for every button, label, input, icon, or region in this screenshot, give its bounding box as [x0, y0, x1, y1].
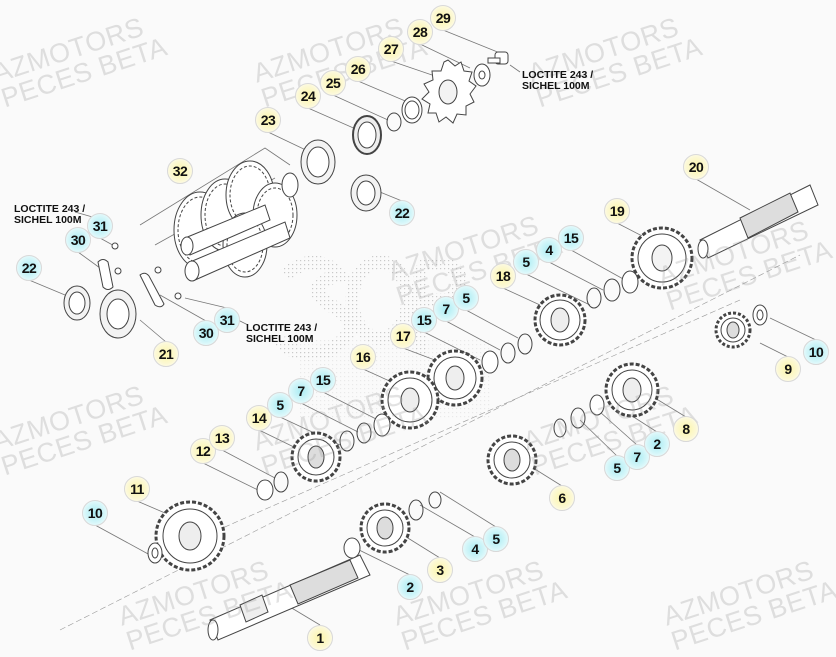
part-callout-30[interactable]: 30	[65, 227, 91, 253]
part-callout-7[interactable]: 7	[288, 378, 314, 404]
part-callout-6[interactable]: 6	[549, 485, 575, 511]
part-callout-28[interactable]: 28	[407, 19, 433, 45]
part-callout-26[interactable]: 26	[345, 56, 371, 82]
part-callout-31[interactable]: 31	[87, 213, 113, 239]
part-callout-29[interactable]: 29	[430, 5, 456, 31]
part-callout-13[interactable]: 13	[209, 425, 235, 451]
part-callout-5[interactable]: 5	[453, 285, 479, 311]
part-callout-5[interactable]: 5	[513, 249, 539, 275]
part-callout-31[interactable]: 31	[214, 307, 240, 333]
part-callout-2[interactable]: 2	[397, 574, 423, 600]
part-callout-19[interactable]: 19	[604, 198, 630, 224]
loctite-note: LOCTITE 243 / SICHEL 100M	[522, 69, 594, 92]
part-callout-16[interactable]: 16	[350, 344, 376, 370]
part-callout-15[interactable]: 15	[558, 225, 584, 251]
part-callout-5[interactable]: 5	[483, 526, 509, 552]
part-callout-32[interactable]: 32	[167, 158, 193, 184]
part-callout-23[interactable]: 23	[255, 107, 281, 133]
shaft-20	[697, 184, 819, 259]
loctite-note: LOCTITE 243 / SICHEL 100M	[14, 203, 86, 226]
part-callout-18[interactable]: 18	[490, 263, 516, 289]
part-callout-27[interactable]: 27	[378, 36, 404, 62]
part-callout-3[interactable]: 3	[427, 557, 453, 583]
loctite-note: LOCTITE 243 / SICHEL 100M	[246, 322, 318, 345]
part-callout-21[interactable]: 21	[153, 341, 179, 367]
part-callout-30[interactable]: 30	[193, 320, 219, 346]
part-callout-14[interactable]: 14	[246, 405, 272, 431]
part-callout-7[interactable]: 7	[433, 296, 459, 322]
part-callout-15[interactable]: 15	[411, 307, 437, 333]
part-callout-20[interactable]: 20	[683, 154, 709, 180]
parts	[63, 51, 819, 641]
part-callout-8[interactable]: 8	[673, 416, 699, 442]
part-callout-10[interactable]: 10	[803, 339, 829, 365]
part-callout-17[interactable]: 17	[390, 323, 416, 349]
part-callout-11[interactable]: 11	[124, 476, 150, 502]
part-callout-15[interactable]: 15	[310, 367, 336, 393]
gear-cluster-assembly	[173, 160, 299, 282]
part-callout-22[interactable]: 22	[16, 255, 42, 281]
part-callout-22[interactable]: 22	[389, 200, 415, 226]
part-callout-25[interactable]: 25	[320, 70, 346, 96]
part-callout-2[interactable]: 2	[644, 431, 670, 457]
part-callout-1[interactable]: 1	[307, 625, 333, 651]
part-callout-24[interactable]: 24	[295, 83, 321, 109]
part-callout-10[interactable]: 10	[82, 500, 108, 526]
part-callout-4[interactable]: 4	[536, 237, 562, 263]
part-callout-9[interactable]: 9	[775, 356, 801, 382]
shaft-1	[207, 554, 371, 641]
